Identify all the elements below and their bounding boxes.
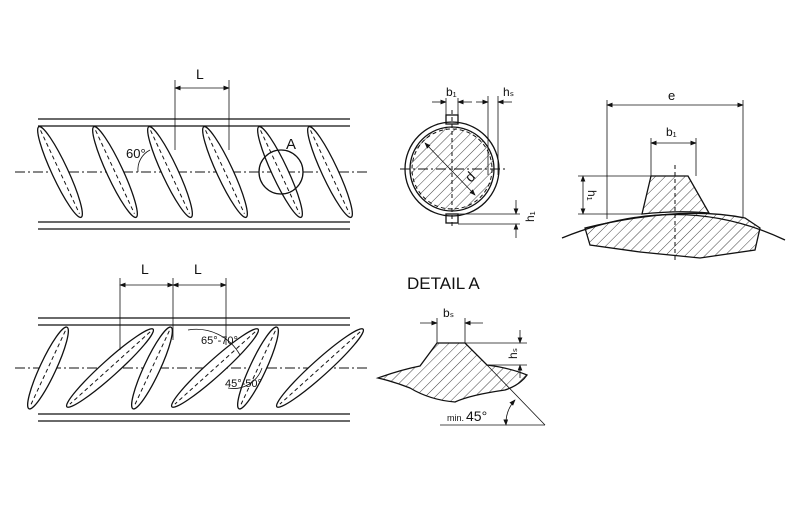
rib-centerline [279, 331, 361, 405]
detail-height-label: hₛ [506, 348, 520, 359]
cross-rib-height-label: h₁ [523, 211, 537, 222]
rib-spacing-label: e [668, 88, 675, 103]
detail-angle-min: min. [447, 413, 464, 423]
cross-rib-width-label: b₁ [446, 85, 457, 99]
rib-height-label: h₁ [585, 190, 599, 201]
rib-centerline [174, 331, 256, 405]
rib-profile-view: e b₁ h₁ [561, 88, 786, 260]
cross-height-label: hₛ [503, 85, 514, 99]
bottom-bar-view: L L 65°-70° 45°-50° [15, 261, 370, 422]
rib-centerline [260, 130, 300, 214]
cross-section-view: d b₁ hₛ h₁ [400, 85, 537, 238]
detail-marker: A [286, 136, 296, 153]
bottom-angle-label-2: 45°-50° [225, 378, 262, 390]
detail-a-title: DETAIL A [407, 274, 480, 293]
bottom-pitch-label-2: L [194, 261, 202, 277]
detail-width-label: bₛ [443, 306, 454, 320]
bottom-pitch-label-1: L [141, 261, 149, 277]
rib-centerline [40, 130, 80, 214]
rib-centerline [310, 130, 350, 214]
rib [130, 326, 174, 410]
rib [236, 326, 280, 410]
top-bar-view: L 60° A [15, 66, 370, 230]
rib-centerline [95, 130, 135, 214]
top-angle-label: 60° [126, 146, 146, 161]
rib-centerline [150, 130, 190, 214]
rib-width-label: b₁ [666, 125, 677, 139]
rib-centerline [205, 130, 245, 214]
detail-angle-value: 45° [466, 408, 487, 424]
rib-centerline [69, 331, 151, 405]
top-pitch-label: L [196, 66, 204, 82]
bottom-angle-label-1: 65°-70° [201, 335, 238, 347]
rib [26, 326, 70, 410]
detail-angle-label: min.45° [447, 408, 487, 424]
detail-a-view: DETAIL A bₛ hₛ min.45° [375, 274, 546, 426]
